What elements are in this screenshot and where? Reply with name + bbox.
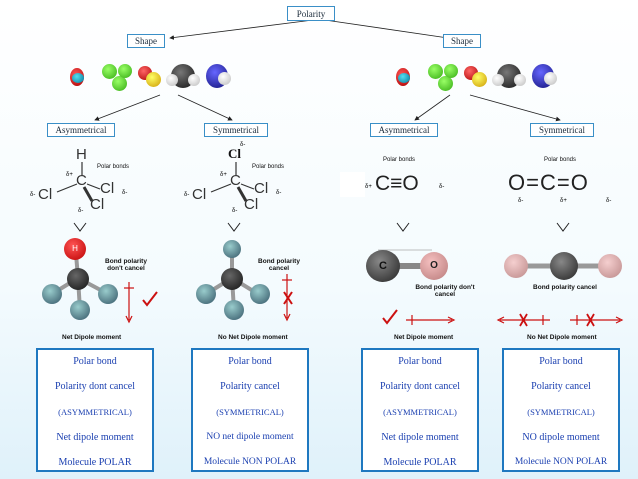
delta-minus-right: δ-: [606, 198, 612, 204]
panel-line-3: (SYMMETRICAL): [527, 407, 595, 417]
atom-cl-top: Cl: [228, 146, 241, 161]
ccl4-structure: Cl C Cl Cl Cl δ- δ+ δ- δ- δ-: [184, 142, 300, 220]
net-dipole-label-2: Net Dipole moment: [394, 334, 454, 341]
panel-line-1: Polar bond: [398, 356, 442, 367]
delta-minus-left: δ-: [518, 198, 524, 204]
panel-line-4: Net dipole moment: [381, 432, 459, 443]
bond-dont-cancel-label-2: Bond polarity don't cancel: [415, 284, 475, 298]
polar-bonds-label-4: Polar bonds: [544, 157, 577, 163]
bond-cancel-label-2: Bond polarity cancel: [533, 284, 597, 291]
panel-line-5: Molecule POLAR: [58, 457, 132, 468]
delta-minus-right: δ-: [122, 190, 128, 196]
panel-line-2: Polarity dont cancel: [380, 381, 460, 392]
panel-line-3: (SYMMETRICAL): [216, 407, 284, 417]
no-net-dipole-label-1: No Net Dipole moment: [218, 334, 288, 341]
delta-minus-top: δ-: [240, 142, 246, 148]
summary-panel-3: Polar bond Polarity dont cancel (ASYMMET…: [361, 348, 479, 472]
delta-plus: δ+: [220, 172, 227, 178]
ccl4-ball-model: [194, 236, 274, 326]
panel-line-2: Polarity dont cancel: [55, 381, 135, 392]
panel-line-5: Molecule NON POLAR: [203, 457, 297, 467]
co-structure: δ+ C≡O δ-: [340, 172, 450, 202]
shape-box-right: Shape: [443, 34, 481, 48]
atom-cl-bottom: Cl: [90, 196, 105, 213]
atom-cl-right: Cl: [254, 180, 269, 197]
summary-panel-4: Polar bond Polarity cancel (SYMMETRICAL)…: [502, 348, 620, 472]
delta-plus: δ+: [66, 172, 73, 178]
delta-plus: δ+: [365, 184, 372, 190]
panel-line-2: Polarity cancel: [531, 381, 591, 392]
bond-cancel-label-1: Bond polarity cancel: [258, 258, 300, 272]
panel-line-4: Net dipole moment: [56, 432, 134, 443]
delta-minus-bottom: δ-: [78, 208, 84, 214]
panel-line-1: Polar bond: [539, 356, 583, 367]
delta-minus-left: δ-: [30, 192, 36, 198]
chcl3-ball-model: H: [40, 236, 120, 326]
panel-line-2: Polarity cancel: [220, 381, 280, 392]
atom-cl-right: Cl: [100, 180, 115, 197]
polar-bonds-label-1: Polar bonds: [97, 164, 130, 170]
category-symmetrical-1: Symmetrical: [204, 123, 268, 137]
panel-line-1: Polar bond: [73, 356, 117, 367]
co-formula: C≡O: [375, 172, 419, 195]
polar-bonds-label-2: Polar bonds: [252, 164, 285, 170]
shape-box-left: Shape: [127, 34, 165, 48]
atom-h-ball: H: [64, 238, 86, 260]
delta-minus-bottom: δ-: [232, 208, 238, 214]
category-asymmetrical-1: Asymmetrical: [47, 123, 115, 137]
co2-ball-model: [498, 250, 628, 282]
co2-structure: O=C=O δ- δ+ δ-: [508, 170, 618, 208]
panel-line-5: Molecule NON POLAR: [514, 457, 608, 467]
atom-h: H: [76, 146, 87, 163]
atom-cl-left: Cl: [192, 186, 207, 203]
panel-line-3: (ASYMMETRICAL): [58, 407, 132, 417]
bond-dont-cancel-label-1: Bond polarity don't cancel: [105, 258, 147, 272]
atom-o-ball: O: [420, 252, 448, 280]
chcl3-structure: H C Cl Cl Cl δ+ δ- δ- δ-: [30, 142, 140, 220]
molecule-models-right: [394, 60, 569, 94]
delta-plus: δ+: [560, 198, 567, 204]
delta-minus: δ-: [439, 184, 445, 190]
delta-minus-right: δ-: [276, 190, 282, 196]
category-symmetrical-2: Symmetrical: [530, 123, 594, 137]
molecule-models-left: [68, 60, 243, 94]
atom-c-ball: C: [366, 250, 400, 282]
atom-cl-left: Cl: [38, 186, 53, 203]
summary-panel-2: Polar bond Polarity cancel (SYMMETRICAL)…: [191, 348, 309, 472]
co-ball-model: C O: [362, 246, 472, 286]
panel-line-1: Polar bond: [228, 356, 272, 367]
atom-c: C: [230, 172, 241, 189]
panel-line-4: NO net dipole moment: [206, 432, 294, 442]
summary-panel-1: Polar bond Polarity dont cancel (ASYMMET…: [36, 348, 154, 472]
category-asymmetrical-2: Asymmetrical: [370, 123, 438, 137]
delta-minus-left: δ-: [184, 192, 190, 198]
atom-cl-bottom: Cl: [244, 196, 259, 213]
net-dipole-label-1: Net Dipole moment: [62, 334, 122, 341]
polarity-box: Polarity: [287, 6, 335, 21]
polar-bonds-label-3: Polar bonds: [383, 157, 416, 163]
atom-c: C: [76, 172, 87, 189]
co2-formula: O=C=O: [508, 170, 589, 195]
panel-line-5: Molecule POLAR: [383, 457, 457, 468]
no-net-dipole-label-2: No Net Dipole moment: [527, 334, 597, 341]
panel-line-3: (ASYMMETRICAL): [383, 407, 457, 417]
panel-line-4: NO dipole moment: [522, 432, 600, 443]
